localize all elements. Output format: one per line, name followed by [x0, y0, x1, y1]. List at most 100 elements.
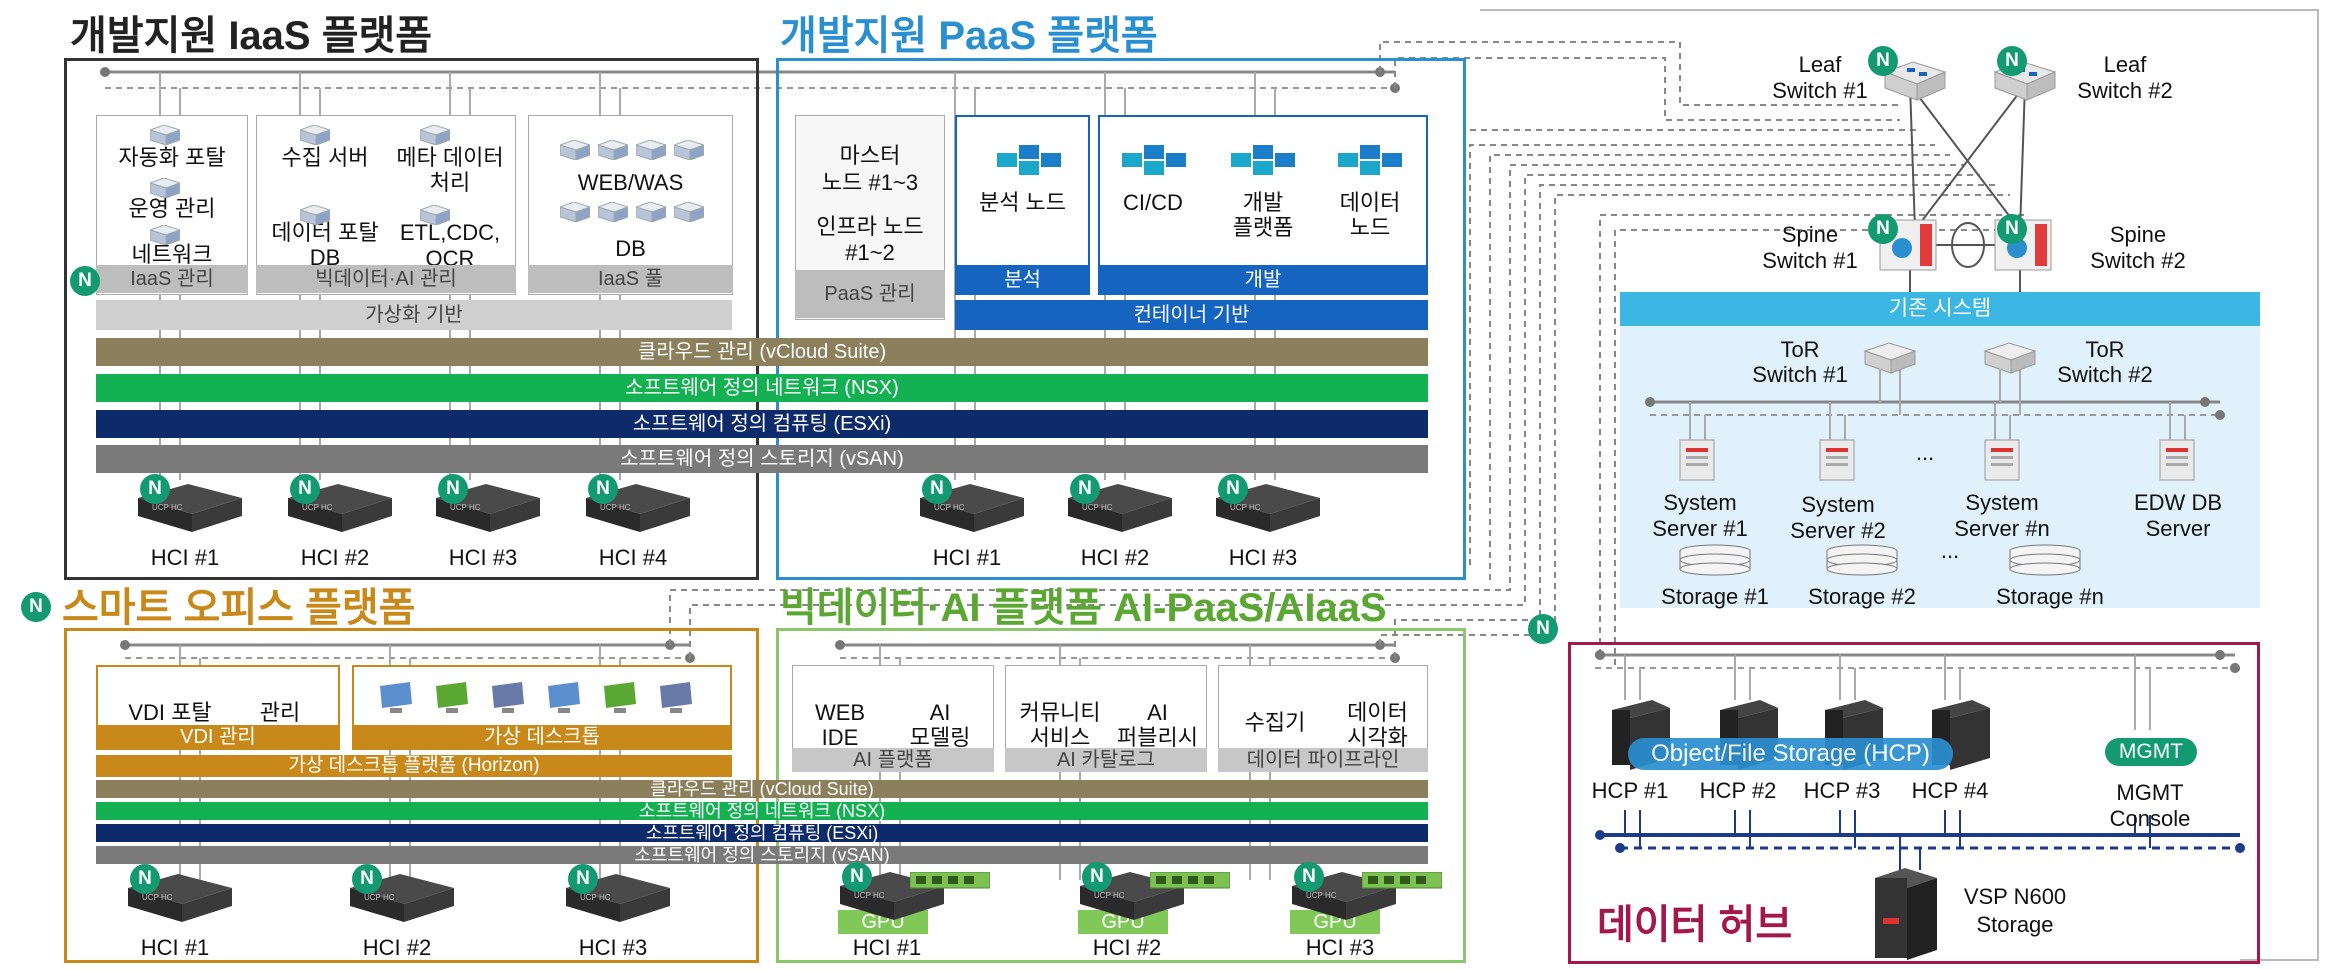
office-hci-1-label: HCI #1 [140, 935, 210, 960]
legacy-system-bar: 기존 시스템 [1620, 292, 2260, 326]
sdn-bar: 소프트웨어 정의 네트워크 (NSX) [96, 374, 1428, 402]
legacy-icons [1645, 342, 2225, 576]
leaf2-label-2: Switch #2 [2077, 78, 2173, 103]
container-bar: 컨테이너 기반 [955, 300, 1428, 330]
svg-text:UCP HC: UCP HC [854, 891, 885, 900]
mgmt-badge: MGMT [2105, 738, 2197, 766]
n-badge-spine2: N [1997, 214, 2027, 244]
ai-policy-label-1: AI [1147, 700, 1168, 725]
bigdata-hci-3-label: HCI #3 [1305, 935, 1375, 960]
bigdata-title: 빅데이터·AI 플랫폼 AI-PaaS/AIaaS [780, 586, 1387, 630]
n-badge-hci: N [438, 474, 468, 504]
vsp-label-1: VSP N600 [1963, 884, 2067, 909]
horizon-bar: 가상 데스크톱 플랫폼 (Horizon) [96, 755, 732, 777]
devplat-label-2: 플랫폼 [1232, 215, 1294, 240]
storage-1-label: Storage #1 [1661, 584, 1769, 609]
tor1-label-2: Switch #1 [1752, 362, 1848, 387]
gpu-card-icon [1149, 871, 1231, 894]
datanode-cluster-icon [1338, 145, 1402, 175]
processing-label: 처리 [429, 170, 471, 195]
sdn-bar-bottom: 소프트웨어 정의 네트워크 (NSX) [96, 802, 1428, 820]
leaf2-label-1: Leaf [2103, 52, 2147, 77]
etl-label: ETL,CDC, [399, 220, 501, 245]
collector-label: 수집기 [1244, 710, 1306, 735]
cicd-label: CI/CD [1123, 190, 1183, 215]
server-1-label-2: Server #1 [1652, 516, 1748, 541]
ellipsis-top: ... [1915, 440, 1935, 465]
master-nodes-label: 노드 #1~3 [821, 170, 919, 195]
svg-text:UCP HC: UCP HC [1306, 891, 1337, 900]
gpu-badge-3: GPU [1290, 910, 1380, 934]
mgmt-console-label-2: Console [2109, 806, 2191, 831]
iaas-hci-2-label: HCI #2 [300, 545, 370, 570]
n-badge-hci: N [842, 862, 872, 892]
n-badge-hci: N [1294, 862, 1324, 892]
pool-db-label: DB [615, 236, 646, 261]
system-server-2-icon [1819, 439, 1855, 481]
paas-title: 개발지원 PaaS 플랫폼 [780, 14, 1158, 58]
svg-text:UCP HC: UCP HC [580, 893, 611, 902]
paas-hci-3-label: HCI #3 [1228, 545, 1298, 570]
vdi-portal-label: VDI 포탈 [128, 700, 212, 725]
server-2-label-1: System [1801, 492, 1875, 517]
infra-nodes-label: #1~2 [845, 240, 895, 265]
hcp-4-label: HCP #4 [1911, 778, 1989, 803]
vm-icon [558, 139, 592, 161]
storage-n-label: Storage #n [1996, 584, 2104, 609]
svg-text:UCP HC: UCP HC [600, 503, 631, 512]
n-badge-hci: N [568, 864, 598, 894]
spine2-label-1: Spine [2109, 222, 2167, 247]
iaas-operation-label: 운영 관리 [128, 196, 216, 221]
vdi-mgmt-label: 관리 [259, 700, 301, 725]
dataviz-label-1: 데이터 [1347, 700, 1408, 725]
svg-text:UCP HC: UCP HC [364, 893, 395, 902]
n-badge-iaas: N [70, 266, 100, 296]
gpu-card-icon [1361, 871, 1443, 894]
edw-server-icon [2159, 439, 2195, 481]
hcp-banner: Object/File Storage (HCP) [1628, 738, 1953, 770]
svg-text:UCP HC: UCP HC [142, 893, 173, 902]
vm-icon [672, 139, 706, 161]
storage-2-icon [1826, 544, 1898, 576]
iaas-mgmt-bar: IaaS 관리 [96, 265, 248, 293]
n-badge-hci: N [1070, 474, 1100, 504]
vm-icon [672, 201, 706, 223]
server-1-label-1: System [1663, 490, 1737, 515]
ide-label: IDE [821, 725, 859, 750]
analysis-node-label: 분석 노드 [978, 190, 1067, 215]
desktop-bar: 가상 데스크톱 [352, 725, 732, 749]
cloud-mgmt-bar-bottom: 클라우드 관리 (vCloud Suite) [96, 780, 1428, 798]
storage-2-label: Storage #2 [1808, 584, 1916, 609]
spine1-label-1: Spine [1781, 222, 1839, 247]
paas-hci-2-label: HCI #2 [1080, 545, 1150, 570]
n-badge-hci: N [130, 864, 160, 894]
edw-label-2: Server [2145, 516, 2211, 541]
modeling-label: 모델링 [909, 725, 971, 750]
n-badge-hci: N [588, 474, 618, 504]
hcp-2-label: HCP #2 [1699, 778, 1777, 803]
n-badge-hci: N [140, 474, 170, 504]
sds-bar-bottom: 소프트웨어 정의 스토리지 (vSAN) [96, 846, 1428, 864]
n-badge-hci: N [1082, 862, 1112, 892]
svg-text:UCP HC: UCP HC [152, 503, 183, 512]
ellipsis-bottom: ... [1940, 538, 1960, 563]
svg-text:UCP HC: UCP HC [1082, 503, 1113, 512]
cloud-mgmt-bar: 클라우드 관리 (vCloud Suite) [96, 338, 1428, 366]
devplat-cluster-icon [1231, 145, 1295, 175]
vm-icon [148, 224, 182, 246]
n-badge-hci: N [290, 474, 320, 504]
office-hci-2-label: HCI #2 [362, 935, 432, 960]
n-badge-hci: N [922, 474, 952, 504]
iaas-title: 개발지원 IaaS 플랫폼 [70, 14, 433, 58]
n-badge-leaf1: N [1868, 46, 1898, 76]
n-badge-spine1: N [1868, 214, 1898, 244]
system-server-n-icon [1984, 439, 2020, 481]
n-badge-leaf2: N [1997, 46, 2027, 76]
tor2-label-1: ToR [2085, 337, 2125, 362]
office-hci-3-label: HCI #3 [578, 935, 648, 960]
web-label: WEB [814, 700, 866, 725]
community-label: 커뮤니티 [1019, 700, 1101, 725]
service-label: 서비스 [1029, 725, 1091, 750]
paas-hci-1-label: HCI #1 [932, 545, 1002, 570]
mgmt-console-label-1: MGMT [2116, 780, 2184, 805]
